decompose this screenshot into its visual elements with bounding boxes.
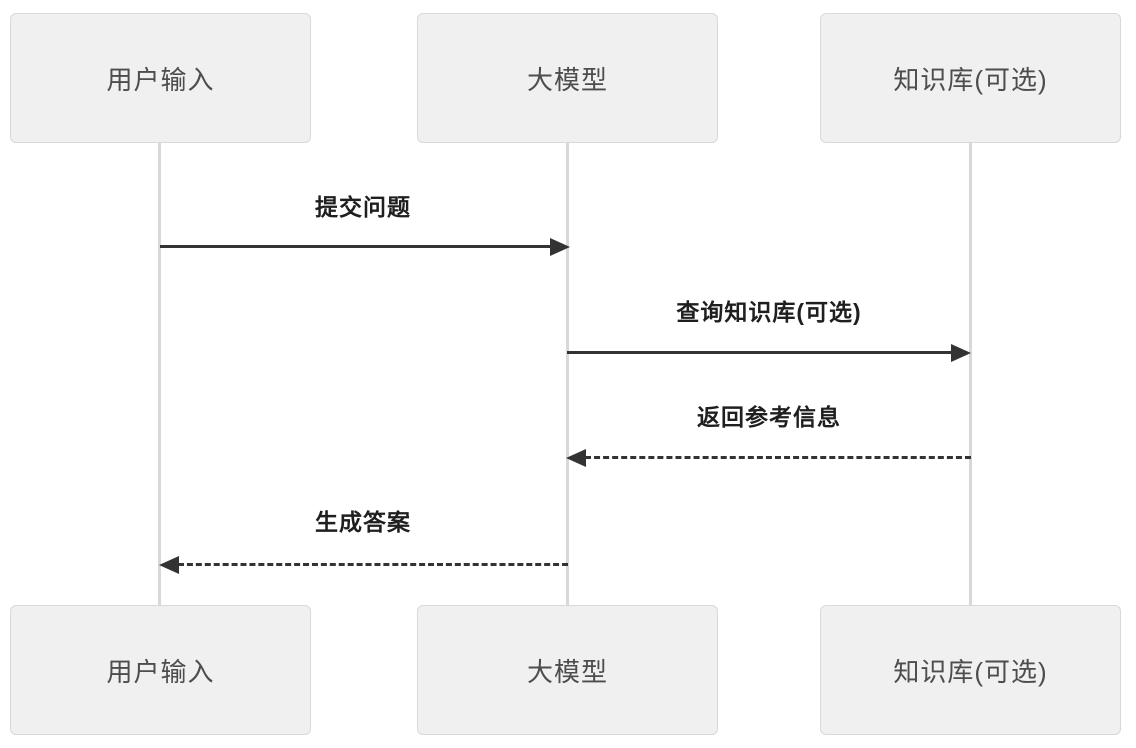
actor-label: 用户输入 [106, 64, 215, 95]
lifeline-user-input [158, 143, 161, 605]
message-line-generate-answer [178, 563, 568, 566]
arrowhead-left-icon [566, 449, 586, 467]
arrowhead-right-icon [550, 238, 570, 256]
arrowhead-left-icon [159, 556, 179, 574]
message-label-generate-answer: 生成答案 [315, 509, 411, 535]
actor-label: 用户输入 [106, 656, 215, 687]
actor-box-bottom-user-input: 用户输入 [10, 605, 311, 735]
actor-box-top-user-input: 用户输入 [10, 13, 311, 143]
actor-label: 知识库(可选) [893, 64, 1048, 95]
message-label-return-reference-info: 返回参考信息 [697, 404, 841, 430]
lifeline-llm [566, 143, 569, 605]
arrowhead-right-icon [951, 344, 971, 362]
message-label-query-knowledge-base: 查询知识库(可选) [676, 299, 862, 325]
actor-box-bottom-llm: 大模型 [417, 605, 718, 735]
actor-box-bottom-knowledge-base: 知识库(可选) [820, 605, 1121, 735]
actor-box-top-knowledge-base: 知识库(可选) [820, 13, 1121, 143]
message-line-return-reference-info [585, 456, 971, 459]
actor-label: 知识库(可选) [893, 656, 1048, 687]
actor-box-top-llm: 大模型 [417, 13, 718, 143]
message-line-query-knowledge-base [567, 351, 957, 354]
message-line-submit-question [160, 245, 555, 248]
lifeline-knowledge-base [969, 143, 972, 605]
actor-label: 大模型 [526, 64, 608, 95]
message-label-submit-question: 提交问题 [315, 194, 411, 220]
actor-label: 大模型 [526, 656, 608, 687]
